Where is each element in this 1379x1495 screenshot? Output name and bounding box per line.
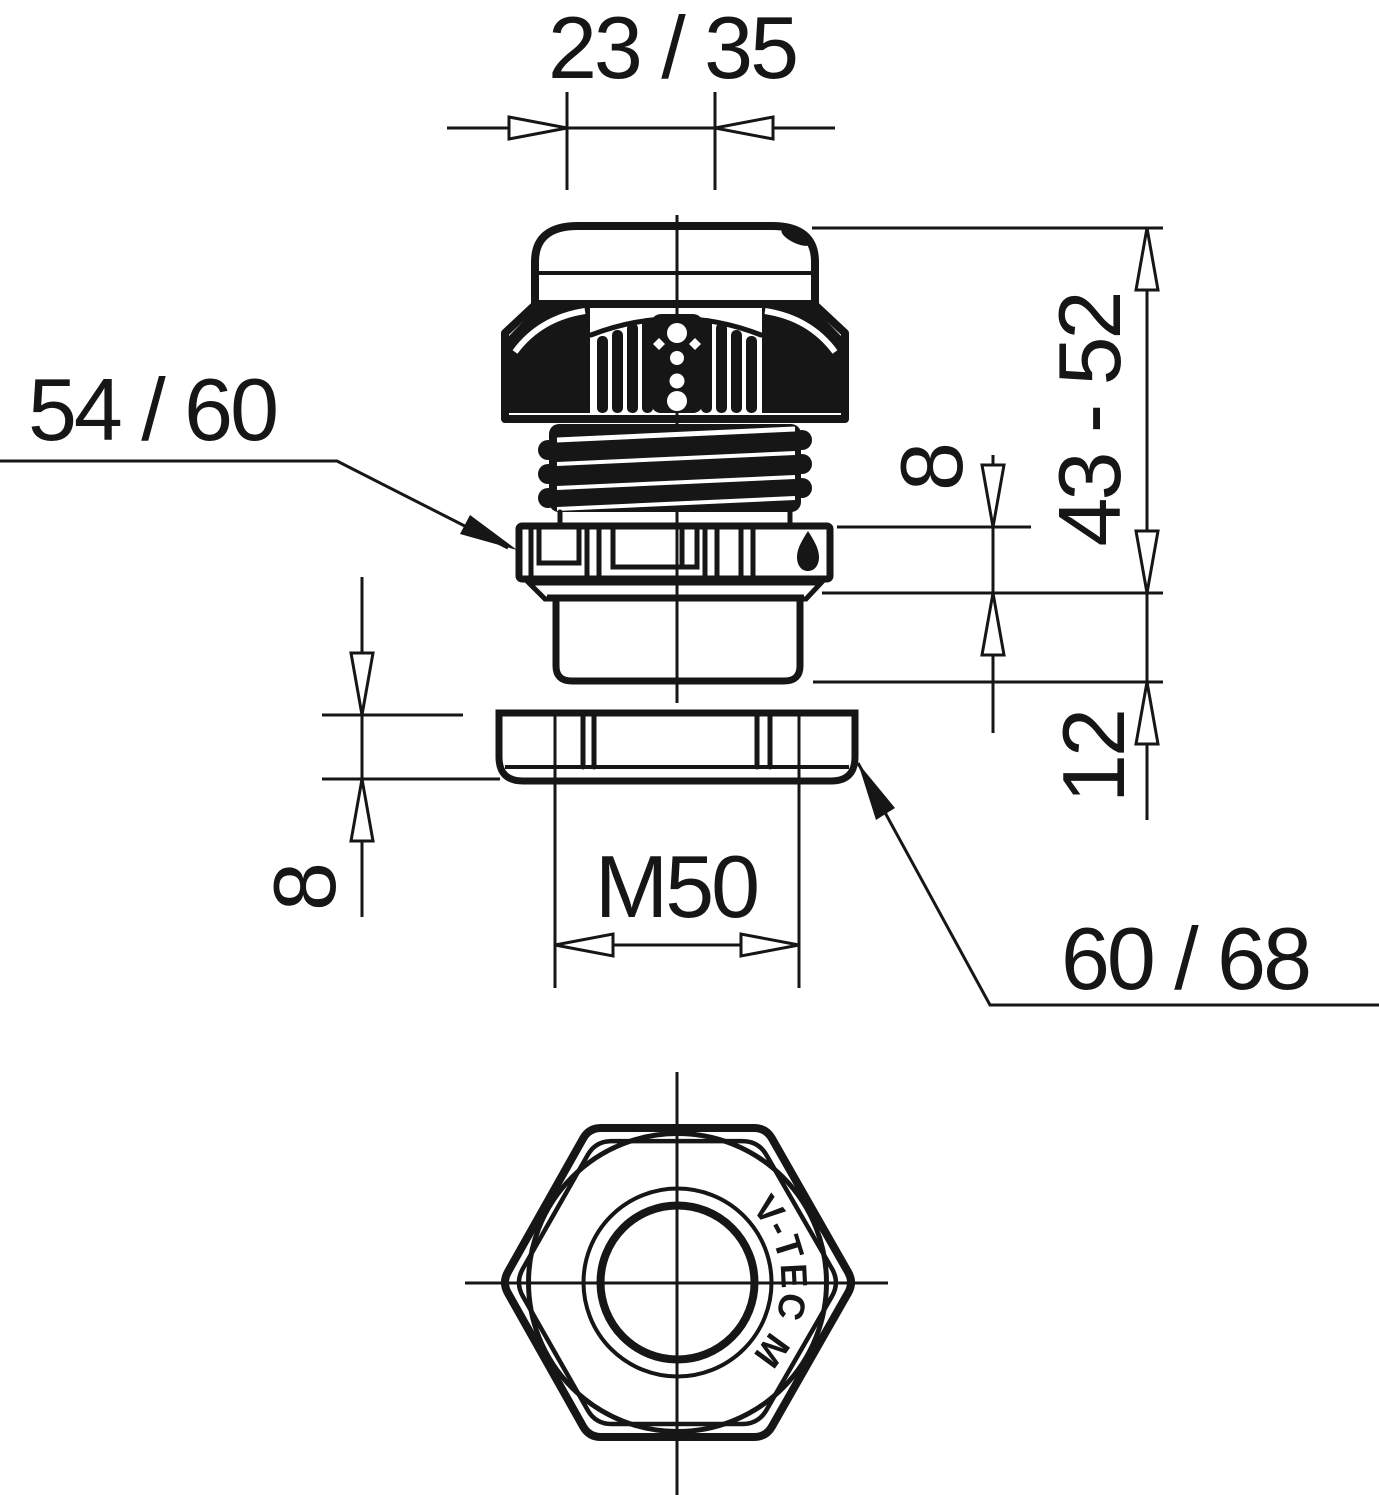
leader-arrow-icon: [460, 515, 517, 550]
dimension-label-cap-span: 23 / 35: [548, 0, 796, 97]
sealing-cap: [531, 222, 819, 307]
flange-facet-line: [584, 525, 602, 580]
arrowhead-down-icon: [1134, 529, 1160, 594]
leader-arrow-icon: [858, 763, 895, 820]
arrowhead-up-icon: [1134, 681, 1160, 746]
chamfer-circle: [526, 1131, 829, 1434]
dimension-label-locknut-height: 8: [255, 865, 354, 911]
label-body-flats: 54 / 60: [0, 360, 517, 550]
thread-mass: [549, 424, 801, 512]
corner-highlight-left: [512, 308, 586, 354]
cap-shading-mark: [781, 228, 811, 246]
grip-band: [501, 300, 849, 423]
thread-groove: [556, 426, 796, 443]
hexagon-chamfer-edge: [516, 1138, 839, 1427]
dimension-locknut-height: 8: [255, 577, 500, 917]
flange-facet-inset: [536, 525, 582, 566]
dimension-cap-span: 23 / 35: [447, 0, 835, 190]
arrowhead-right-icon: [507, 115, 568, 141]
label-locknut-flats: 60 / 68: [856, 762, 1379, 1008]
thread-section: [538, 424, 812, 529]
corner-highlight-right: [764, 308, 838, 354]
drip-protection-icon: [797, 531, 819, 571]
leader-line: [856, 762, 1379, 1007]
flange-facet-line: [702, 525, 756, 580]
bore-circle: [596, 1201, 759, 1364]
arrowhead-up-icon: [349, 778, 375, 843]
flange-outline: [515, 522, 834, 583]
arrowhead-left-icon: [714, 115, 775, 141]
arrowhead-up-icon: [1134, 227, 1160, 292]
dimension-thread-size: M50: [553, 715, 801, 988]
leader-line: [0, 459, 509, 550]
dimension-label-overall-height: 43 - 52: [1040, 294, 1139, 547]
brand-emblem: [651, 314, 703, 413]
cap-outline: [531, 222, 819, 307]
thread-stub-cylinder: [552, 601, 804, 685]
grip-band-outline: [501, 300, 849, 423]
thread-groove: [556, 475, 796, 490]
arrowhead-up-icon: [980, 592, 1006, 657]
hexagon-outer: [500, 1124, 856, 1441]
arrowhead-down-icon: [349, 651, 375, 716]
dimension-label-flange-height: 8: [882, 445, 981, 491]
bottom-view: V-TEC M: [500, 1124, 856, 1441]
lock-nut: [495, 709, 859, 785]
thread-groove: [556, 451, 796, 466]
flange-lip: [522, 580, 827, 602]
arrowhead-down-icon: [980, 463, 1006, 528]
dimension-label-locknut-flats: 60 / 68: [1061, 909, 1309, 1008]
arrowhead-left-icon: [554, 932, 615, 958]
dimension-label-thread-size: M50: [595, 837, 757, 936]
anti-slip-ribs: [597, 318, 757, 413]
locknut-facet-line: [580, 712, 773, 770]
dimension-overall-height: 43 - 52: [812, 226, 1163, 595]
hex-flange: [515, 522, 834, 602]
locknut-outline: [495, 709, 859, 785]
thread-major-circle: [581, 1186, 774, 1379]
flange-facet-inset: [610, 525, 700, 570]
dimension-label-body-flats: 54 / 60: [28, 360, 276, 459]
dimension-thread-length: 12: [813, 593, 1163, 820]
arrowhead-right-icon: [739, 932, 800, 958]
dimension-label-thread-length: 12: [1044, 711, 1143, 803]
thread-groove: [556, 496, 796, 511]
